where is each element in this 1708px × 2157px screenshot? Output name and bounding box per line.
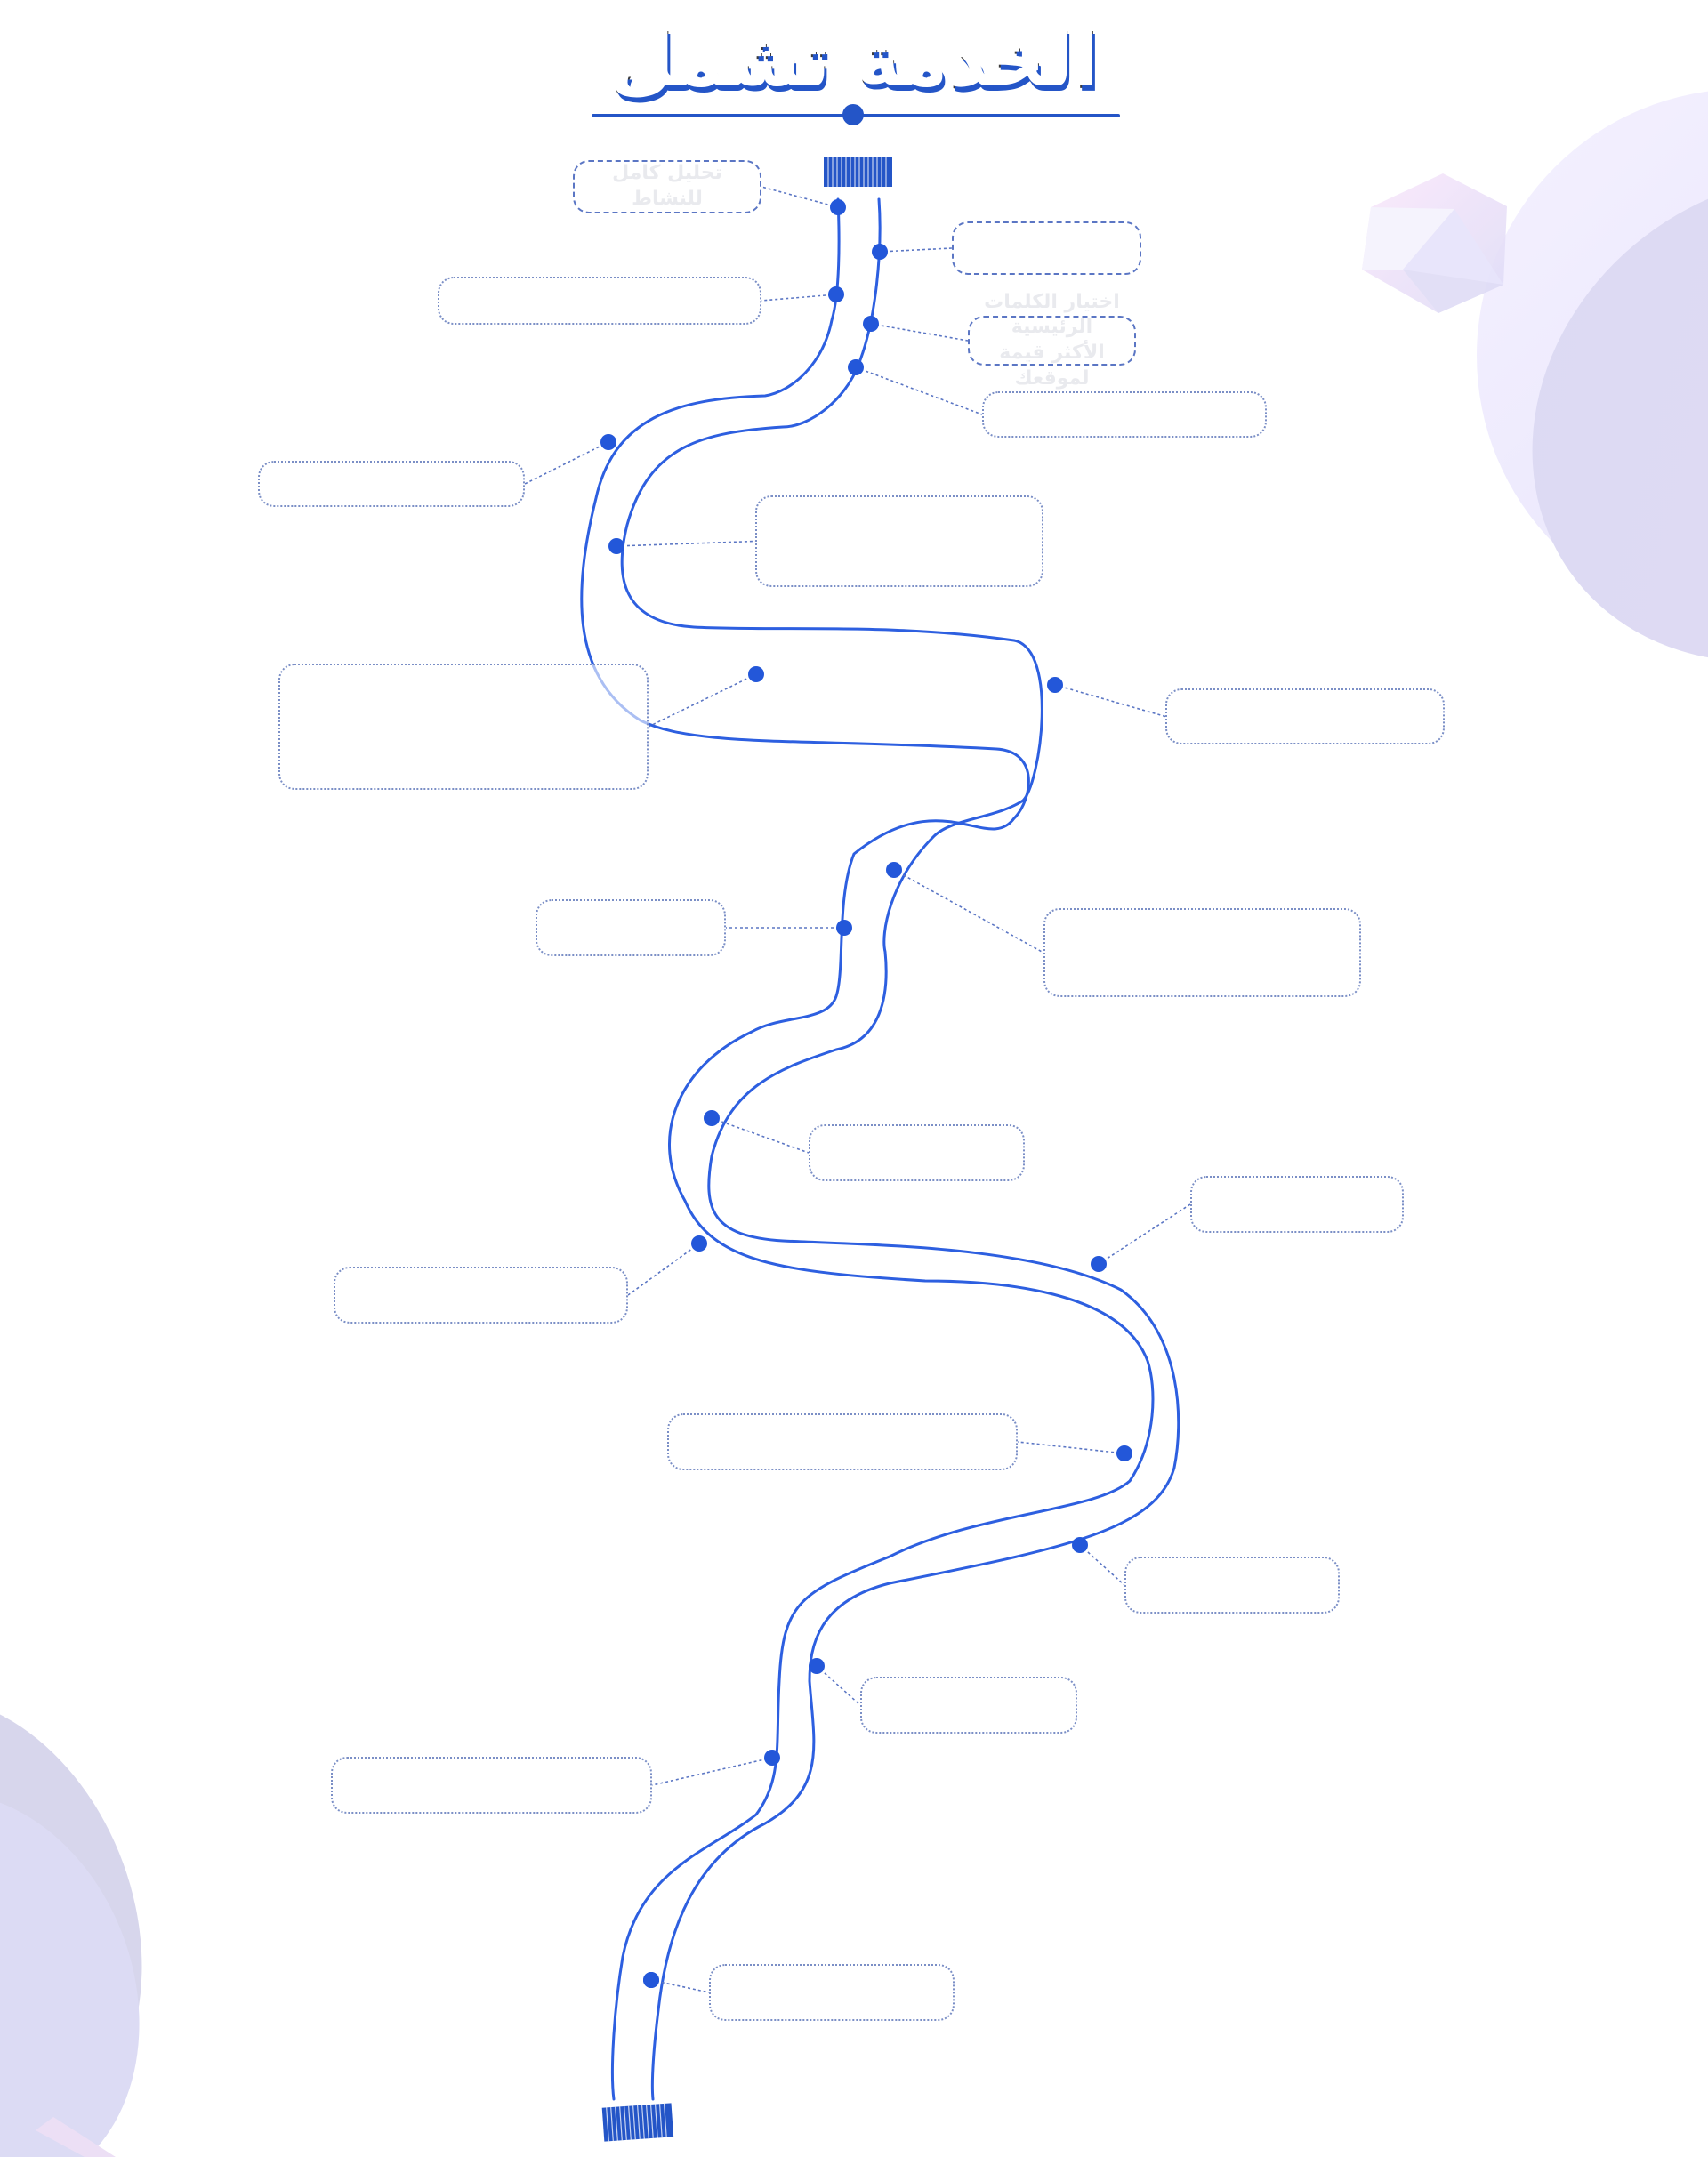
- connector-line: [879, 247, 953, 253]
- connector-line: [855, 366, 983, 415]
- step-label: تحليل كامل للنشاط: [612, 162, 722, 210]
- step-label-box: [860, 1677, 1077, 1734]
- step-label-box: [1124, 1557, 1340, 1614]
- step-label-box: تحليل كامل للنشاط: [573, 160, 761, 213]
- connector-line: [648, 673, 757, 728]
- timeline-dot: [830, 199, 846, 215]
- road-end-cap: [601, 2103, 674, 2142]
- connector-line: [761, 186, 839, 208]
- timeline-dot: [809, 1658, 825, 1674]
- step-label-box: [1190, 1176, 1404, 1233]
- step-label-box: اختيار الكلمات الرئيسية الأكثر قيمة لموق…: [968, 291, 1136, 390]
- timeline-dot: [691, 1235, 707, 1252]
- timeline-dot: [848, 359, 864, 375]
- timeline-dot: [863, 316, 879, 332]
- step-label-box: [536, 899, 726, 956]
- road-start-cap: [824, 157, 892, 187]
- timeline-dot: [643, 1972, 659, 1988]
- connector-line: [616, 540, 756, 547]
- timeline-dot: [1047, 677, 1063, 693]
- connector-line: [761, 294, 837, 302]
- connector-line: [893, 869, 1044, 954]
- step-label-box: [334, 1267, 628, 1324]
- step-label-box: [667, 1413, 1018, 1470]
- connector-line: [1017, 1441, 1125, 1454]
- connector-line: [711, 1117, 810, 1154]
- step-label-box: [982, 391, 1267, 438]
- connector-line: [651, 1757, 773, 1786]
- timeline-dot: [1091, 1256, 1107, 1272]
- step-label: اختيار الكلمات الرئيسية الأكثر قيمة لموق…: [984, 290, 1120, 390]
- road-edge-left: [580, 197, 1155, 2101]
- timeline-dot: [748, 666, 764, 682]
- connector-line: [870, 323, 969, 342]
- page-title: الخدمة تشمل: [609, 16, 1099, 103]
- connector-line: [1079, 1544, 1125, 1586]
- timeline-dot: [828, 286, 844, 302]
- step-label-box: [709, 1964, 955, 2021]
- step-label-box: [1043, 908, 1361, 997]
- step-label-box: [1165, 688, 1445, 744]
- timeline-dot: [704, 1110, 720, 1126]
- timeline-dot: [1116, 1445, 1132, 1461]
- connector-line: [524, 441, 609, 485]
- timeline-dot: [764, 1750, 780, 1766]
- connector-line: [650, 1979, 710, 1993]
- step-label-box: [809, 1124, 1025, 1181]
- step-label-box: [952, 221, 1141, 275]
- timeline-dot: [608, 538, 624, 554]
- step-label-box: [438, 277, 761, 325]
- connector-line: [816, 1665, 861, 1706]
- step-label-box: [331, 1757, 652, 1814]
- timeline-dot: [836, 920, 852, 936]
- timeline-dot: [872, 244, 888, 260]
- timeline-dot: [600, 434, 616, 450]
- step-label-box: [755, 495, 1043, 587]
- divider-dot: [842, 104, 864, 125]
- timeline-dot: [886, 862, 902, 878]
- step-label-box: [278, 664, 649, 790]
- step-label-box: [258, 461, 525, 507]
- timeline-dot: [1072, 1537, 1088, 1553]
- connector-line: [627, 1243, 700, 1296]
- connector-line: [1054, 684, 1166, 718]
- connector-line: [1098, 1203, 1191, 1265]
